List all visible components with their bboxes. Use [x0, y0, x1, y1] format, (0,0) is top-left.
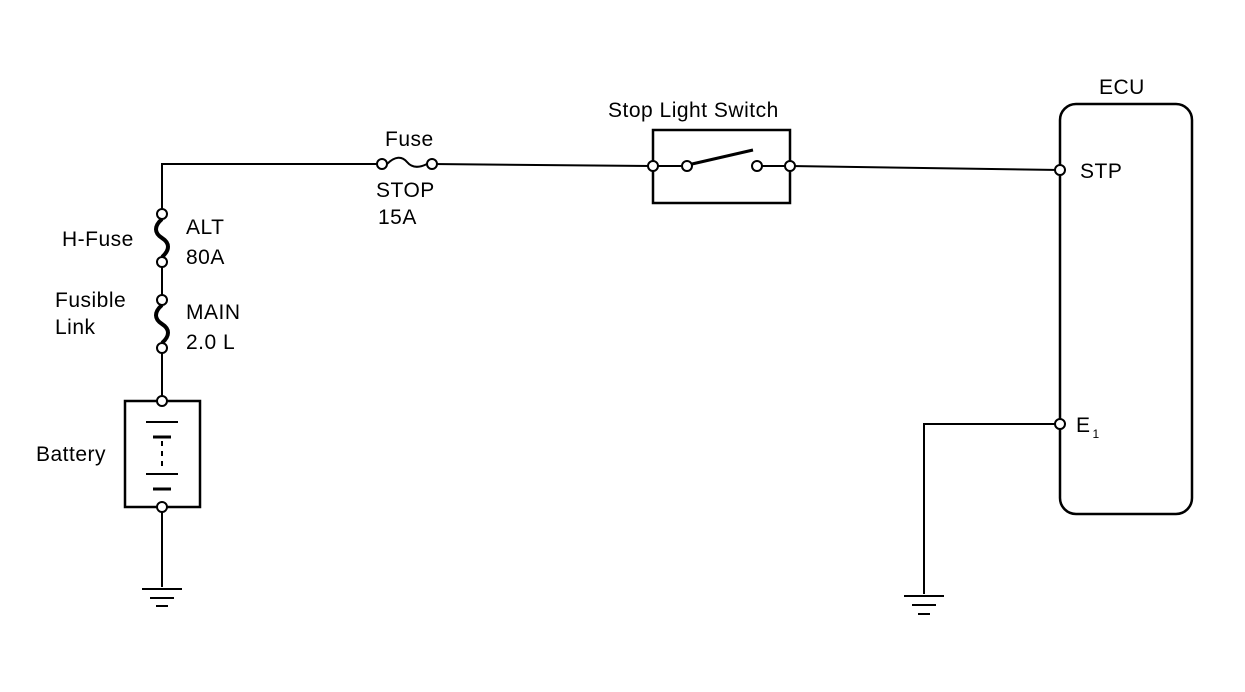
fuse-stop: Fuse STOP 15A: [376, 128, 438, 229]
ecu-e1-subscript: 1: [1093, 427, 1100, 441]
fusible-label-line2: Link: [55, 316, 96, 339]
alt-rating-label: 80A: [186, 246, 225, 269]
fusible-terminal-top: [156, 294, 168, 306]
fusible-link-main: Fusible Link MAIN 2.0 L: [55, 289, 241, 354]
ecu-terminal-e1: [1054, 418, 1066, 430]
fuse-name-label: STOP: [376, 179, 435, 202]
fuse-terminal-right: [426, 158, 438, 170]
ecu-stp-label: STP: [1080, 160, 1122, 183]
fuse-element: [386, 156, 428, 168]
fuse-label: Fuse: [385, 128, 434, 151]
switch-contact-right: [751, 160, 763, 172]
wire-e1-to-ground: [923, 423, 1060, 594]
ecu-terminal-stp: [1054, 164, 1066, 176]
stop-light-switch: Stop Light Switch: [608, 99, 796, 205]
h-fuse-element: [154, 217, 170, 259]
alt-label: ALT: [186, 216, 224, 239]
ground-right-icon: [904, 595, 944, 615]
fuse-terminal-left: [376, 158, 388, 170]
battery-terminal-bottom: [156, 501, 168, 513]
fuse-rating-label: 15A: [378, 206, 417, 229]
wire-fuse-to-switch: [431, 163, 654, 167]
ecu-box: [1058, 102, 1194, 516]
h-fuse-terminal-bottom: [156, 256, 168, 268]
fusible-element: [154, 303, 170, 345]
h-fuse-alt: H-Fuse ALT 80A: [62, 208, 225, 269]
switch-contact-left: [681, 160, 693, 172]
main-label: MAIN: [186, 301, 241, 324]
h-fuse-terminal-top: [156, 208, 168, 220]
ecu-label: ECU: [1099, 76, 1145, 99]
ecu-e1-main: E: [1076, 414, 1091, 437]
wiring: [161, 163, 1061, 594]
switch-blade: [691, 148, 754, 166]
wire-left-vertical-to-top: [161, 163, 382, 214]
switch-terminal-left: [647, 160, 659, 172]
ground-left-icon: [142, 588, 182, 607]
battery-terminal-top: [156, 395, 168, 407]
fusible-label-line1: Fusible: [55, 289, 126, 312]
switch-terminal-right: [784, 160, 796, 172]
main-rating-label: 2.0 L: [186, 331, 235, 354]
h-fuse-label: H-Fuse: [62, 228, 134, 251]
battery-label: Battery: [36, 443, 106, 466]
battery: Battery: [36, 395, 202, 513]
wire-switch-to-ecu: [789, 165, 1061, 171]
fusible-terminal-bottom: [156, 342, 168, 354]
switch-label: Stop Light Switch: [608, 99, 779, 122]
